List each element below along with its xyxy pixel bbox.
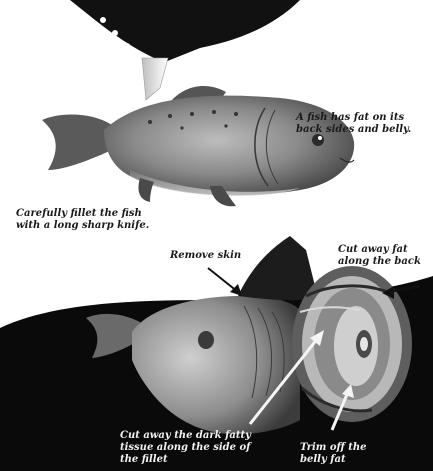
whole-fish-icon: [42, 86, 354, 206]
fillet-instruction-line-2: with a long sharp knife.: [16, 220, 149, 232]
fillet-instruction-line-1: Carefully fillet the fish: [16, 208, 149, 220]
trim-belly-line-1: Trim off the: [300, 442, 367, 454]
remove-skin-line-1: Remove skin: [170, 250, 241, 262]
remove-skin-label: Remove skin: [170, 250, 241, 262]
knife-icon: [70, 0, 300, 100]
fat-locations-label: A fish has fat on its back sides and bel…: [296, 112, 411, 136]
dark-tissue-line-2: tissue along the side of: [120, 442, 251, 454]
dark-tissue-label: Cut away the dark fatty tissue along the…: [120, 430, 251, 466]
cut-back-fat-line-1: Cut away fat: [338, 244, 421, 256]
cut-back-fat-line-2: along the back: [338, 256, 421, 268]
dark-tissue-line-3: the fillet: [120, 454, 251, 466]
fat-locations-line-2: back sides and belly.: [296, 124, 411, 136]
fillet-instruction-label: Carefully fillet the fish with a long sh…: [16, 208, 149, 232]
dark-tissue-line-1: Cut away the dark fatty: [120, 430, 251, 442]
trim-belly-line-2: belly fat: [300, 454, 367, 466]
fat-locations-line-1: A fish has fat on its: [296, 112, 411, 124]
remove-skin-arrow: [208, 268, 242, 296]
cut-back-fat-label: Cut away fat along the back: [338, 244, 421, 268]
trim-belly-label: Trim off the belly fat: [300, 442, 367, 466]
